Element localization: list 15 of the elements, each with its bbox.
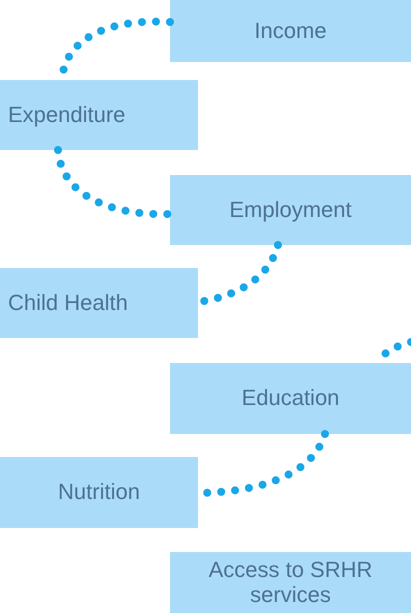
box-label: Expenditure (8, 102, 126, 128)
box-label: Child Health (8, 290, 128, 316)
label-box (170, 552, 411, 613)
box-label: Income (254, 18, 327, 44)
label-box (0, 268, 198, 338)
dotted-connector (54, 146, 174, 218)
box-label: Employment (229, 198, 352, 222)
box-label: Nutrition (58, 480, 140, 505)
box-label: Access to SRHR services (208, 558, 374, 608)
label-box (0, 80, 198, 150)
label-box (170, 0, 411, 62)
label-box (170, 363, 411, 434)
label-box (0, 457, 198, 528)
label-box (170, 175, 411, 245)
box-label: Education (242, 386, 340, 411)
